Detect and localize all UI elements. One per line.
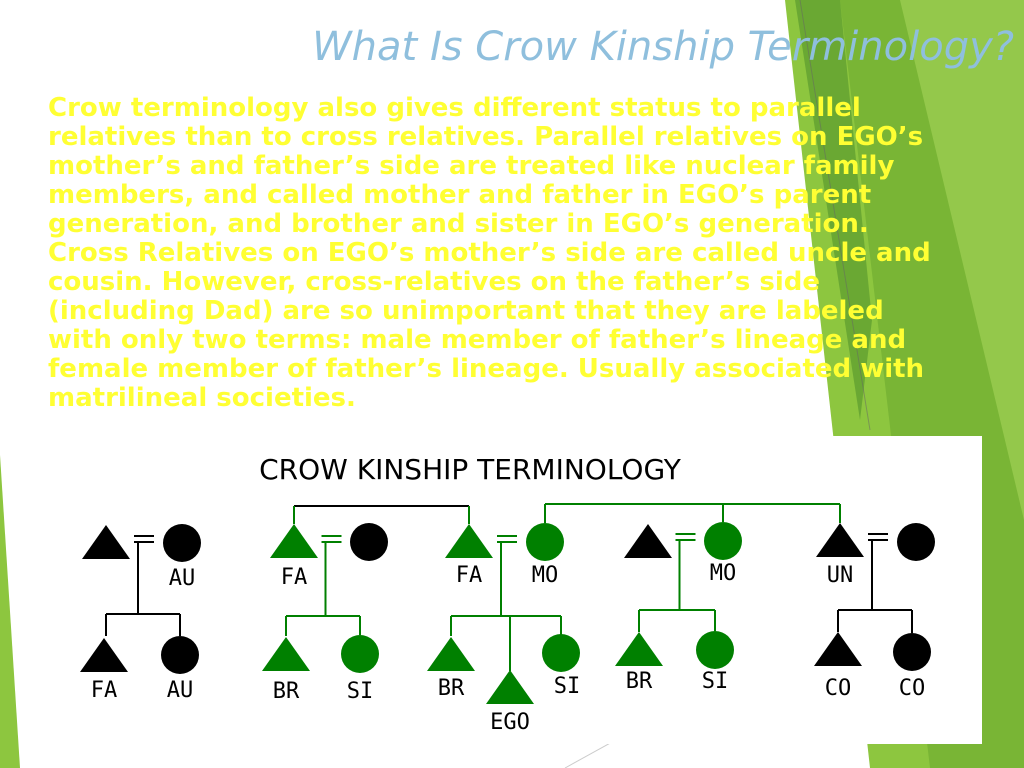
black-triangle-male [80, 638, 128, 672]
green-triangle-male [486, 670, 534, 704]
black-triangle-male [816, 523, 864, 557]
body-line: cousin. However, cross-relatives on the … [48, 267, 821, 297]
slide-title: What Is Crow Kinship Terminology? [312, 24, 1014, 70]
kin-label: CO [825, 676, 852, 701]
body-line: Crow terminology also gives different st… [48, 93, 861, 123]
green-circle-female [526, 523, 564, 561]
kinship-connector-lines [105, 503, 913, 671]
kin-label: FA [91, 678, 118, 703]
body-line: with only two terms: male member of fath… [48, 325, 907, 355]
green-triangle-male [615, 632, 663, 666]
diagram-title: CROW KINSHIP TERMINOLOGY [259, 453, 682, 486]
kin-label: FA [281, 565, 308, 590]
body-line: generation, and brother and sister in EG… [48, 209, 869, 239]
kin-label: FA [456, 563, 483, 588]
green-circle-female [696, 631, 734, 669]
black-triangle-male [82, 525, 130, 559]
black-circle-female [893, 633, 931, 671]
kin-label: MO [532, 563, 559, 588]
kinship-nodes: AU FA FA MO MO UN FA AU BR SI BR EGO SI BR SI CO CO [80, 522, 935, 735]
kin-label: EGO [490, 710, 530, 735]
kin-label: AU [167, 678, 194, 703]
black-circle-female [161, 636, 199, 674]
body-line: relatives than to cross relatives. Paral… [48, 122, 924, 152]
kin-label: UN [827, 563, 854, 588]
body-line: (including Dad) are so unimportant that … [48, 296, 884, 326]
slide-body-text: Crow terminology also gives different st… [48, 94, 1018, 413]
kin-label: SI [347, 679, 374, 704]
black-circle-female [350, 523, 388, 561]
body-line: matrilineal societies. [48, 383, 356, 413]
kin-label: BR [626, 669, 653, 694]
kin-label: MO [710, 561, 737, 586]
black-triangle-male [814, 632, 862, 666]
black-circle-female [163, 524, 201, 562]
kin-label: SI [554, 674, 581, 699]
body-line: members, and called mother and father in… [48, 180, 872, 210]
green-triangle-male [270, 524, 318, 558]
kin-label: SI [702, 669, 729, 694]
kin-label: BR [438, 676, 465, 701]
green-circle-female [341, 635, 379, 673]
kin-label: BR [273, 679, 300, 704]
kin-label: CO [899, 676, 926, 701]
green-triangle-male [427, 637, 475, 671]
body-line: Cross Relatives on EGO’s mother’s side a… [48, 238, 931, 268]
green-triangle-male [445, 524, 493, 558]
kin-label: AU [169, 566, 196, 591]
black-circle-female [897, 523, 935, 561]
green-triangle-male [262, 637, 310, 671]
body-line: female member of father’s lineage. Usual… [48, 354, 925, 384]
green-circle-female [704, 522, 742, 560]
green-circle-female [542, 634, 580, 672]
body-line: mother’s and father’s side are treated l… [48, 151, 895, 181]
black-triangle-male [624, 524, 672, 558]
